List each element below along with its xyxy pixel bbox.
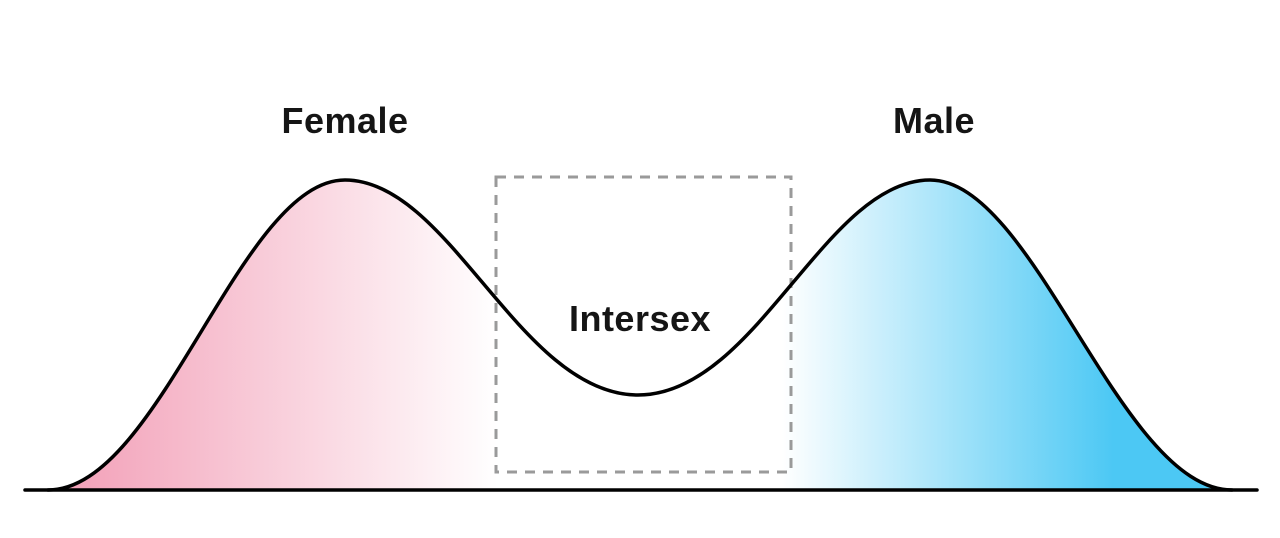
male-label: Male xyxy=(893,100,975,141)
intersex-label: Intersex xyxy=(569,298,711,339)
female-label: Female xyxy=(281,100,408,141)
distribution-curve-outline xyxy=(46,178,1234,492)
intersex-dashed-box xyxy=(494,175,793,474)
distribution-area-fill xyxy=(48,180,1232,490)
